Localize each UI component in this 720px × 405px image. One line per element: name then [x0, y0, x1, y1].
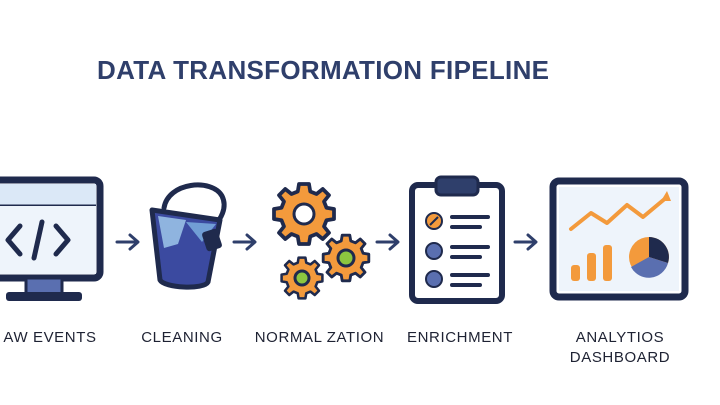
diagram-title: DATA TRANSFORMATION FIPELINE: [97, 55, 550, 85]
step-label-raw-events: AW EVENTS: [3, 329, 97, 346]
step-label-analytics: ANALYTIOS: [575, 329, 665, 346]
step-label-cleaning: CLEANING: [141, 329, 223, 346]
monitor-code-icon: [0, 176, 104, 301]
step-label-dashboard: DASHBOARD: [569, 349, 671, 366]
step-label-normalization: NORMAL ZATION: [254, 329, 385, 346]
arrow-right-icon: [115, 233, 140, 251]
arrow-right-icon: [232, 233, 257, 251]
dashboard-chart-icon: [549, 177, 689, 301]
bucket-icon: [149, 182, 227, 290]
gears-icon: [272, 182, 371, 300]
clipboard-checklist-icon: [409, 175, 505, 304]
arrow-right-icon: [375, 233, 400, 251]
step-label-enrichment: ENRICHMENT: [407, 329, 513, 346]
arrow-right-icon: [513, 233, 538, 251]
